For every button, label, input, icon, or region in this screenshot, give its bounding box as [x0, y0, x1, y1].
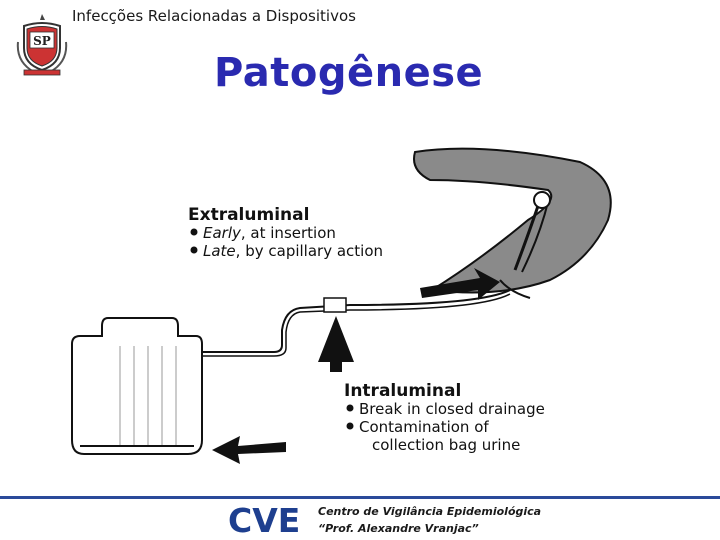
- page-title: Patogênese: [214, 50, 484, 96]
- extraluminal-item-2: Late, by capillary action: [203, 242, 383, 260]
- intraluminal-heading: Intraluminal: [344, 381, 461, 401]
- catheter-balloon: [533, 191, 551, 209]
- bag-arrow: [212, 436, 286, 464]
- tube-connector: [323, 297, 347, 313]
- extraluminal-heading: Extraluminal: [188, 205, 309, 225]
- intraluminal-item-3: collection bag urine: [372, 436, 520, 454]
- intraluminal-arrow: [318, 316, 354, 372]
- intraluminal-item-1: Break in closed drainage: [359, 400, 545, 418]
- sao-paulo-crest-icon: SP: [16, 12, 68, 76]
- bullet-icon: [190, 246, 198, 254]
- footer-org-name: Centro de Vigilância Epidemiológica: [318, 505, 542, 518]
- bladder-shape: [413, 147, 612, 294]
- collection-bag: [71, 317, 203, 455]
- bullet-icon: [346, 422, 354, 430]
- bullet-icon: [346, 404, 354, 412]
- extraluminal-item-1: Early, at insertion: [203, 224, 336, 242]
- intraluminal-item-2: Contamination of: [359, 418, 489, 436]
- catheter-diagram: Extraluminal Early, at insertion Late, b…: [60, 140, 660, 480]
- bullet-icon: [190, 228, 198, 236]
- cve-logo: CVE: [226, 501, 310, 540]
- drainage-tube: [200, 289, 511, 353]
- footer-divider: [0, 496, 720, 499]
- cve-logo-text: CVE: [228, 502, 300, 536]
- crest-letters: SP: [33, 34, 51, 48]
- extraluminal-arrow: [420, 268, 500, 300]
- header-subtitle: Infecções Relacionadas a Dispositivos: [72, 7, 356, 25]
- footer-org-person: “Prof. Alexandre Vranjac”: [318, 522, 479, 535]
